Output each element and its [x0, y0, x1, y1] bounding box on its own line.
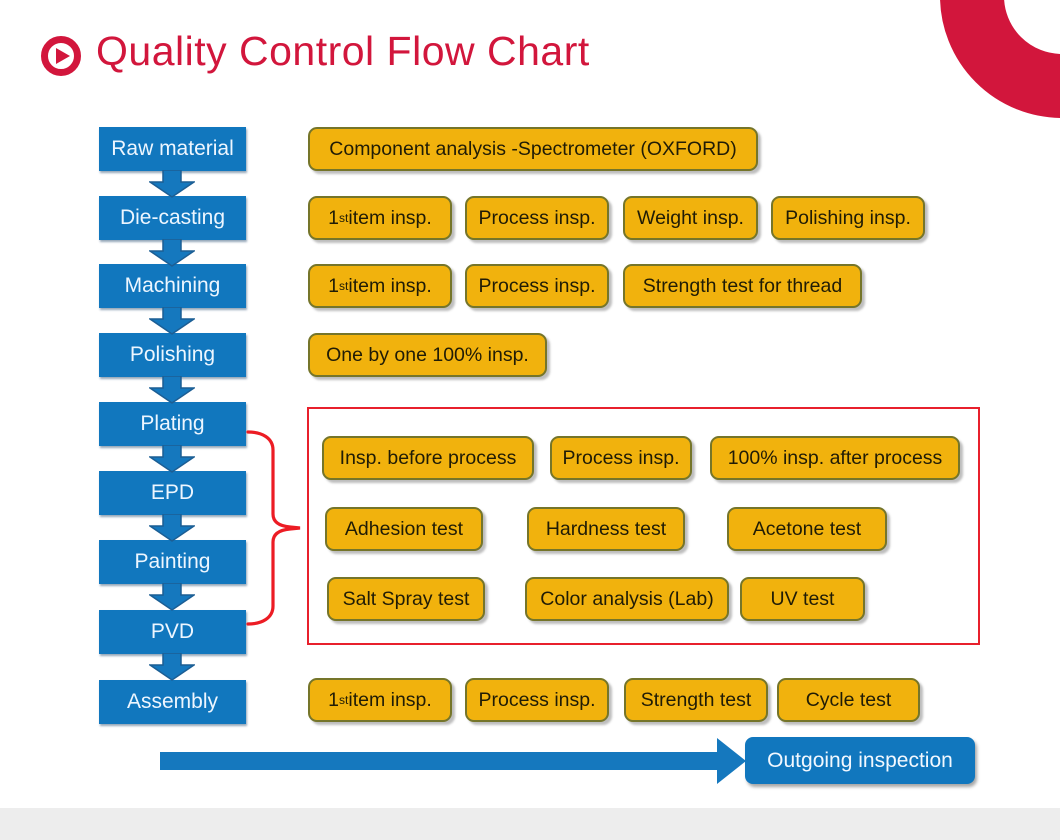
inspection-box-one-by-one: One by one 100% insp. — [308, 333, 547, 377]
process-step-polishing: Polishing — [99, 333, 246, 377]
inspection-box-weight: Weight insp. — [623, 196, 758, 240]
outgoing-inspection-box: Outgoing inspection — [745, 737, 975, 784]
inspection-box-uv: UV test — [740, 577, 865, 621]
label-part: 1 — [328, 274, 340, 297]
flow-arrow-down-icon — [149, 170, 195, 198]
group-brace — [246, 430, 301, 626]
group-outline — [307, 407, 980, 645]
flow-arrow-down-icon — [149, 376, 195, 404]
label-part: item insp. — [348, 274, 432, 297]
inspection-box-thread-strength: Strength test for thread — [623, 264, 862, 308]
process-step-plating: Plating — [99, 402, 246, 446]
inspection-box-after-process: 100% insp. after process — [710, 436, 960, 480]
process-step-pvd: PVD — [99, 610, 246, 654]
play-circle-icon — [41, 36, 81, 76]
label-part: 1 — [328, 206, 340, 229]
inspection-box-adhesion: Adhesion test — [325, 507, 483, 551]
page-title: Quality Control Flow Chart — [96, 28, 590, 74]
process-step-assembly: Assembly — [99, 680, 246, 724]
flow-arrow-down-icon — [149, 653, 195, 681]
inspection-box-color-analysis: Color analysis (Lab) — [525, 577, 729, 621]
inspection-box-process: Process insp. — [465, 264, 609, 308]
inspection-box-acetone: Acetone test — [727, 507, 887, 551]
corner-ring-decoration — [940, 0, 1060, 118]
flow-arrow-down-icon — [149, 514, 195, 542]
label-part: item insp. — [348, 688, 432, 711]
flow-arrow-down-icon — [149, 239, 195, 267]
inspection-box-process: Process insp. — [465, 196, 609, 240]
process-step-raw-material: Raw material — [99, 127, 246, 171]
inspection-box-process: Process insp. — [465, 678, 609, 722]
inspection-box-strength: Strength test — [624, 678, 768, 722]
flow-arrow-down-icon — [149, 583, 195, 611]
inspection-box-hardness: Hardness test — [527, 507, 685, 551]
inspection-box-before-process: Insp. before process — [322, 436, 534, 480]
inspection-box-salt-spray: Salt Spray test — [327, 577, 485, 621]
process-step-epd: EPD — [99, 471, 246, 515]
label-part: 1 — [328, 688, 340, 711]
flow-arrow-down-icon — [149, 307, 195, 335]
inspection-box-polishing: Polishing insp. — [771, 196, 925, 240]
process-step-die-casting: Die-casting — [99, 196, 246, 240]
flow-arrow-down-icon — [149, 445, 195, 473]
footer-bar — [0, 808, 1060, 840]
outgoing-arrow-icon — [160, 738, 746, 784]
inspection-box-process: Process insp. — [550, 436, 692, 480]
process-step-machining: Machining — [99, 264, 246, 308]
process-step-painting: Painting — [99, 540, 246, 584]
inspection-box-cycle: Cycle test — [777, 678, 920, 722]
label-part: item insp. — [348, 206, 432, 229]
inspection-box-component-analysis: Component analysis -Spectrometer (OXFORD… — [308, 127, 758, 171]
